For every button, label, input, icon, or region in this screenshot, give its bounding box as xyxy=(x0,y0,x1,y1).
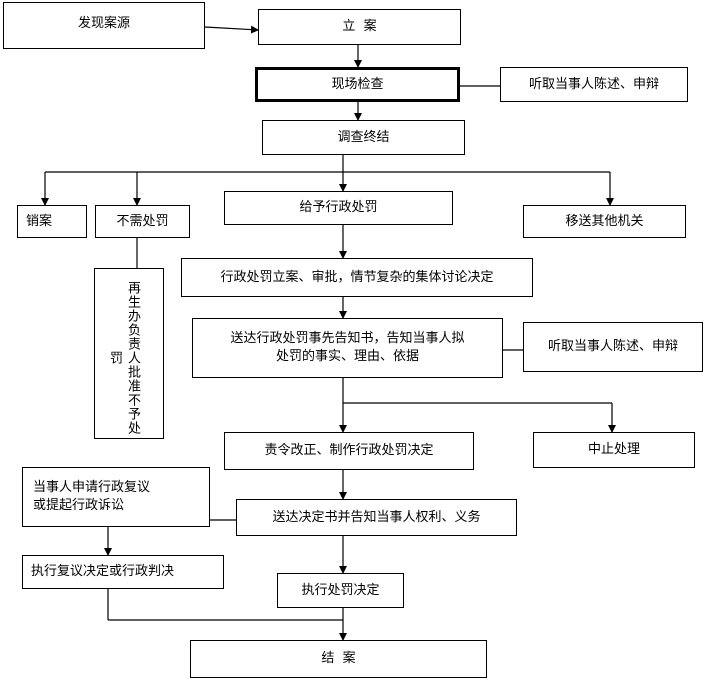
node-give-penalty: 给予行政处罚 xyxy=(224,191,453,225)
node-cancel-case: 销案 xyxy=(17,205,87,238)
node-file-case: 立 案 xyxy=(258,9,461,45)
node-notify-before-penalty: 送达行政处罚事先告知书，告知当事人拟 处罚的事实、理由、依据 xyxy=(192,318,503,378)
node-hear-statement-2: 听取当事人陈述、申辩 xyxy=(523,322,703,372)
node-apply-review: 当事人申请行政复议 或提起行政诉讼 xyxy=(22,467,210,527)
node-deliver-decision: 送达决定书并告知当事人权利、义务 xyxy=(236,499,517,536)
node-approval-discussion: 行政处罚立案、审批，情节复杂的集体讨论决定 xyxy=(181,258,533,297)
arrow-discover-to-file xyxy=(204,25,259,34)
node-investigation-end: 调查终结 xyxy=(262,120,465,155)
node-transfer-authority: 移送其他机关 xyxy=(523,205,686,238)
node-execute-review: 执行复议决定或行政判决 xyxy=(22,555,224,589)
node-discover-case: 发现案源 xyxy=(3,2,205,49)
node-no-penalty: 不需处罚 xyxy=(95,205,190,238)
node-hear-statement-1: 听取当事人陈述、申辩 xyxy=(500,67,688,102)
no-penalty-approval-text: 再生办负责人批准不予处罚 xyxy=(107,280,140,435)
node-execute-penalty: 执行处罚决定 xyxy=(277,573,404,608)
node-no-penalty-approval: 再生办负责人批准不予处罚 xyxy=(94,268,164,439)
notify-line-2: 处罚的事实、理由、依据 xyxy=(275,349,419,364)
node-suspend-handling: 中止处理 xyxy=(533,432,695,468)
node-on-site-inspection: 现场检查 xyxy=(255,67,460,102)
notify-line-1: 送达行政处罚事先告知书，告知当事人拟 xyxy=(230,331,465,347)
node-close-case: 结 案 xyxy=(190,640,487,678)
review-line-2: 或提起行政诉讼 xyxy=(33,498,125,513)
review-line-1: 当事人申请行政复议 xyxy=(33,480,151,496)
node-order-correction: 责令改正、制作行政处罚决定 xyxy=(224,432,474,470)
